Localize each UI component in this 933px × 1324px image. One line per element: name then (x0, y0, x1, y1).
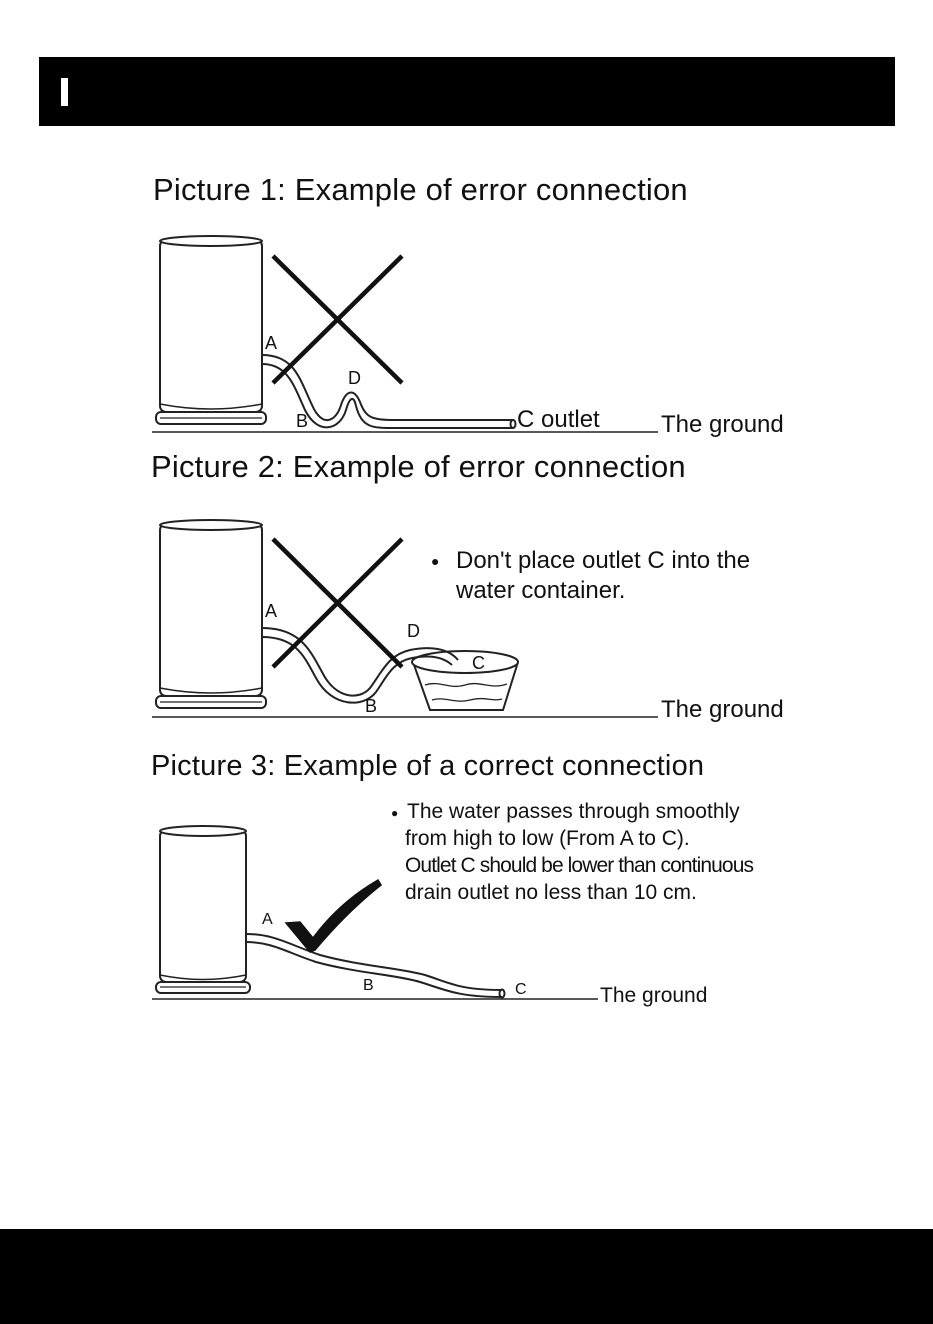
picture3-label-c: C (515, 981, 527, 998)
picture2-note-line2: water container. (456, 577, 626, 604)
purifier-unit-3 (155, 825, 251, 994)
drain-hose-3 (245, 933, 506, 999)
picture2-title: Picture 2: Example of error connection (151, 449, 686, 484)
drain-hose-2 (261, 627, 459, 704)
purifier-unit-1 (155, 235, 267, 425)
picture3-label-a: A (262, 911, 273, 928)
picture3-note-line2: from high to low (From A to C). (405, 827, 690, 850)
bullet-icon: ● (391, 806, 399, 820)
purifier-unit-2 (155, 519, 267, 709)
bullet-icon: ● (431, 553, 440, 569)
water-container (411, 650, 519, 711)
picture2-label-a: A (265, 601, 278, 621)
checkmark-icon (284, 878, 382, 953)
picture1-outlet-label: C outlet (517, 406, 600, 433)
picture3-note-line3: Outlet C should be lower than continuous (405, 854, 754, 877)
picture1-diagram (152, 235, 658, 433)
picture3-ground-label: The ground (600, 984, 708, 1007)
picture2-label-d: D (407, 621, 420, 641)
picture1-title: Picture 1: Example of error connection (153, 172, 688, 207)
picture3-note-line1: The water passes through smoothly (407, 800, 740, 823)
picture2-ground-label: The ground (661, 696, 784, 723)
cross-icon (271, 537, 404, 669)
header-marker (61, 78, 68, 106)
picture1-label-d: D (348, 368, 361, 388)
picture2-diagram (152, 519, 658, 718)
picture1-label-b: B (296, 411, 309, 431)
cross-icon (271, 254, 404, 385)
picture2-label-c: C (472, 653, 485, 673)
picture3-note-line4: drain outlet no less than 10 cm. (405, 881, 697, 904)
footer-bar (0, 1229, 933, 1324)
header-bar (39, 57, 895, 126)
picture1-label-a: A (265, 333, 278, 353)
picture2-note-line1: Don't place outlet C into the (456, 547, 751, 574)
drain-hose-1 (261, 354, 517, 429)
picture3-label-b: B (363, 977, 374, 994)
picture2-label-b: B (365, 696, 378, 716)
picture3-diagram (152, 825, 598, 1000)
picture3-title: Picture 3: Example of a correct connecti… (151, 750, 705, 782)
picture1-ground-label: The ground (661, 411, 784, 438)
